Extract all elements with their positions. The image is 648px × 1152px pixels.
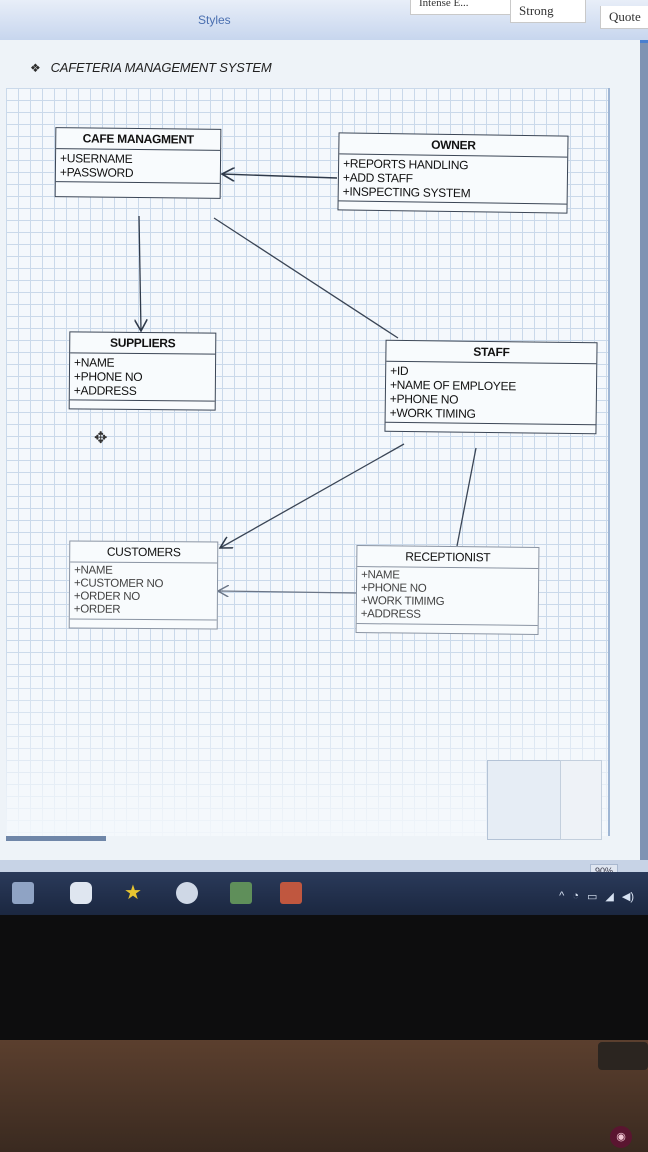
system-tray: ^ ◔ ▭ ◢ ◀)	[559, 890, 634, 903]
diamond-bullet-icon: ❖	[30, 60, 41, 75]
wifi-indicator-icon: ◉	[610, 1126, 632, 1148]
attribute: +INSPECTING SYSTEM	[342, 184, 471, 201]
styles-group-label: Styles	[198, 13, 231, 27]
class-customers[interactable]: CUSTOMERS +NAME +CUSTOMER NO +ORDER NO +…	[68, 540, 219, 630]
class-attributes: +NAME +PHONE NO +ADDRESS	[70, 353, 215, 400]
thumbnail-panel	[560, 760, 602, 840]
class-cafe-managment[interactable]: CAFE MANAGMENT +USERNAME +PASSWORD	[54, 127, 222, 199]
tray-chevron-icon[interactable]: ^	[559, 890, 565, 902]
tray-volume-icon[interactable]: ◀)	[621, 891, 634, 903]
class-suppliers[interactable]: SUPPLIERS +NAME +PHONE NO +ADDRESS	[68, 331, 217, 411]
cafe-to-suppliers-link	[139, 215, 141, 331]
start-grid-icon[interactable]	[12, 882, 34, 904]
class-staff[interactable]: STAFF +ID +NAME OF EMPLOYEE +PHONE NO +W…	[384, 339, 598, 435]
style-quote[interactable]: Quote	[600, 6, 648, 29]
star-app-icon[interactable]: ★	[124, 882, 142, 904]
diagram-thumbnail[interactable]	[487, 760, 561, 840]
laptop-bezel	[0, 1040, 648, 1152]
cube-app-icon[interactable]	[70, 882, 92, 904]
attribute: +WORK TIMING	[389, 405, 476, 421]
horizontal-scrollbar[interactable]	[6, 836, 106, 841]
tray-battery-icon[interactable]: ▭	[587, 891, 598, 903]
class-attributes: +NAME +CUSTOMER NO +ORDER NO +ORDER	[70, 562, 217, 619]
class-owner[interactable]: OWNER +REPORTS HANDLING +ADD STAFF +INSP…	[337, 132, 569, 214]
staff-to-customers-link	[220, 443, 405, 548]
attribute: +ORDER	[73, 603, 121, 616]
class-attributes: +NAME +PHONE NO +WORK TIMIMG +ADDRESS	[357, 567, 539, 625]
attribute: +NAME	[74, 355, 115, 370]
class-name: SUPPLIERS	[70, 332, 216, 355]
style-strong[interactable]: Strong	[510, 0, 586, 23]
cafe-to-staff-link	[213, 217, 399, 339]
class-attributes: +USERNAME +PASSWORD	[56, 149, 220, 183]
diagram-app-icon[interactable]	[230, 882, 252, 904]
diagram-connectors	[0, 0, 477, 915]
laptop-hinge	[598, 1042, 648, 1070]
class-name: RECEPTIONIST	[357, 546, 539, 569]
receptionist-to-customers-link	[218, 591, 357, 593]
class-receptionist[interactable]: RECEPTIONIST +NAME +PHONE NO +WORK TIMIM…	[355, 545, 540, 635]
class-attributes: +ID +NAME OF EMPLOYEE +PHONE NO +WORK TI…	[386, 362, 597, 425]
cloud-app-icon[interactable]	[176, 882, 198, 904]
attribute: +ORDER NO	[73, 590, 140, 603]
taskbar: ★ ^ ◔ ▭ ◢ ◀)	[0, 872, 648, 915]
owner-to-cafe-link	[222, 174, 338, 178]
attribute: +PHONE NO	[73, 369, 143, 384]
class-attributes: +REPORTS HANDLING +ADD STAFF +INSPECTING…	[339, 154, 568, 203]
attribute: +NAME	[74, 564, 113, 577]
tray-signal-icon[interactable]: ◢	[605, 891, 614, 903]
presentation-app-icon[interactable]	[280, 882, 302, 904]
monitor-screen: Intense E... Strong Quote Styles ❖ CAFET…	[0, 0, 648, 915]
move-cursor-icon: ✥	[94, 430, 108, 447]
attribute: +ADDRESS	[73, 383, 137, 398]
class-operations	[69, 618, 217, 629]
class-name: STAFF	[386, 340, 597, 365]
class-operations	[69, 399, 215, 410]
class-name: CUSTOMERS	[70, 541, 218, 564]
class-operations	[385, 421, 596, 434]
tray-network-icon[interactable]: ◔	[572, 890, 579, 902]
heading-text: CAFETERIA MANAGEMENT SYSTEM	[50, 60, 272, 75]
class-operations	[356, 623, 538, 634]
document-heading: ❖ CAFETERIA MANAGEMENT SYSTEM	[30, 60, 272, 75]
class-name: CAFE MANAGMENT	[56, 128, 221, 151]
attribute: +CUSTOMER NO	[73, 577, 164, 591]
attribute: +ADDRESS	[360, 608, 421, 621]
staff-to-receptionist-link	[456, 447, 477, 547]
class-operations	[55, 181, 220, 198]
attribute: +PASSWORD	[59, 165, 134, 180]
class-operations	[338, 200, 567, 213]
